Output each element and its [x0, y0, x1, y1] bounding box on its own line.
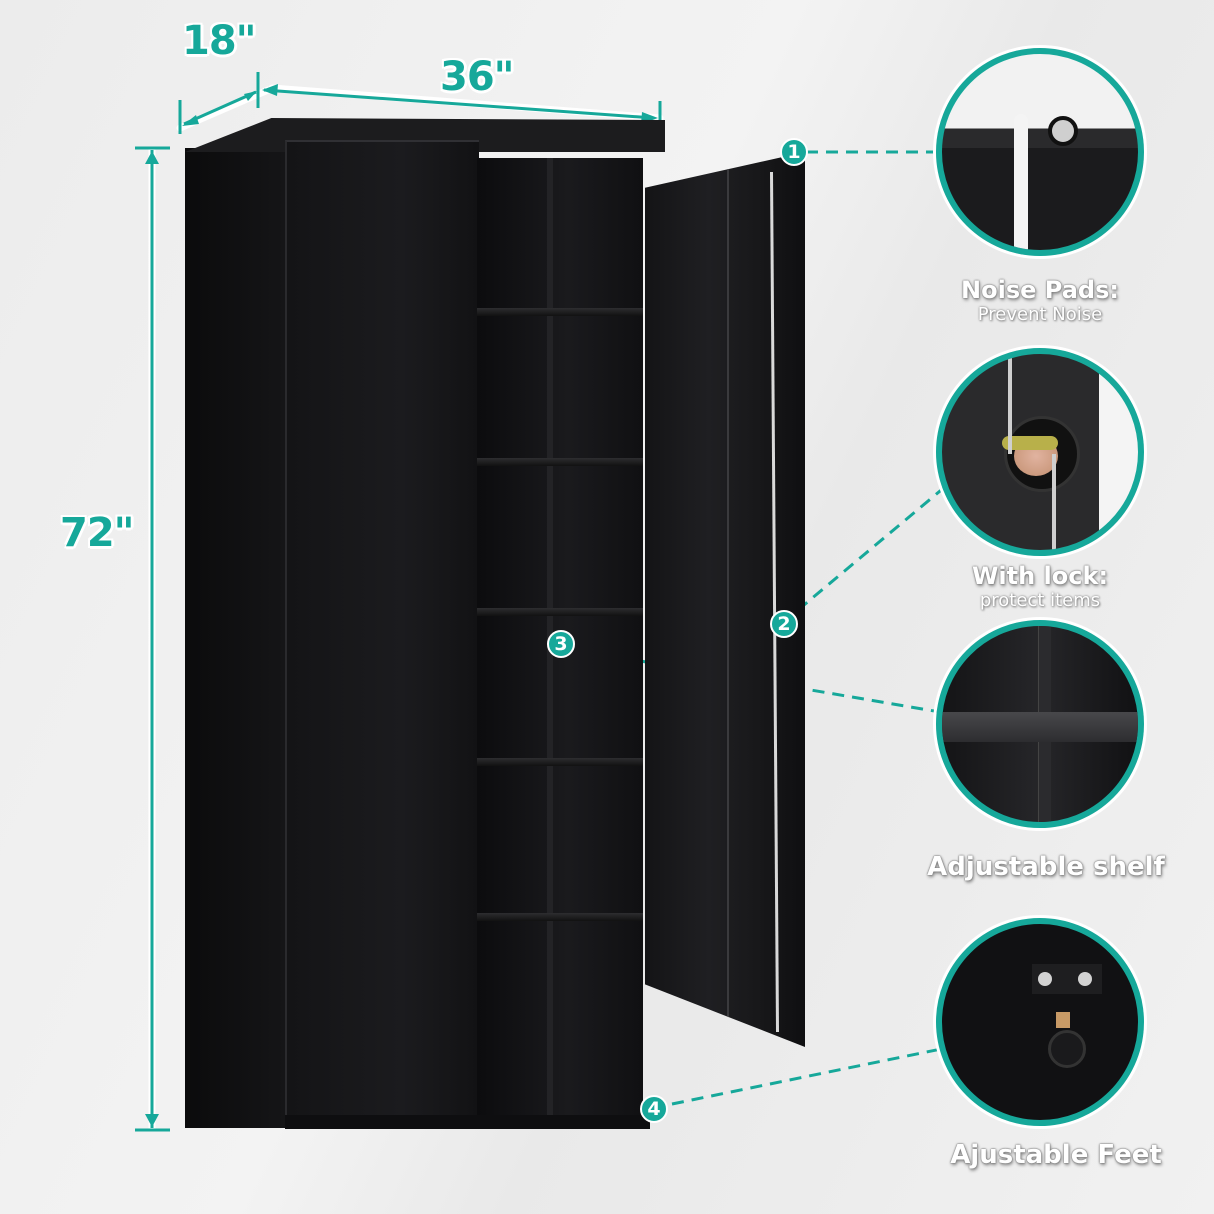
- shelf: [477, 458, 643, 466]
- marker-4: 4: [640, 1095, 668, 1123]
- feature-title: Ajustable Feet: [950, 1140, 1162, 1170]
- height-label: 72": [60, 510, 135, 556]
- shelf: [477, 308, 643, 316]
- width-label: 36": [440, 54, 515, 100]
- leveling-foot-closeup-icon: [936, 918, 1144, 1126]
- feature-subtitle: protect items: [979, 590, 1101, 611]
- depth-label: 18": [182, 18, 257, 64]
- cabinet-base: [285, 1115, 650, 1129]
- feature-title: Noise Pads:: [961, 276, 1119, 304]
- lock-mechanism-closeup-icon: [936, 348, 1144, 556]
- shelf: [477, 758, 643, 766]
- cabinet-side-panel: [185, 148, 285, 1128]
- shelf: [477, 608, 643, 616]
- marker-1: 1: [780, 138, 808, 166]
- left-door[interactable]: [285, 140, 479, 1117]
- door-channel: [727, 162, 729, 1032]
- shelf-rail-closeup-icon: [936, 620, 1144, 828]
- feature-title: Adjustable shelf: [927, 852, 1165, 882]
- marker-2: 2: [770, 610, 798, 638]
- cabinet: [185, 118, 665, 1129]
- shelf: [477, 913, 643, 921]
- marker-3: 3: [547, 630, 575, 658]
- right-door-open[interactable]: [645, 152, 805, 1047]
- door-rod: [769, 172, 780, 1032]
- feature-subtitle: Prevent Noise: [977, 304, 1103, 325]
- feature-title: With lock:: [971, 562, 1109, 590]
- noise-pad-closeup-icon: [936, 48, 1144, 256]
